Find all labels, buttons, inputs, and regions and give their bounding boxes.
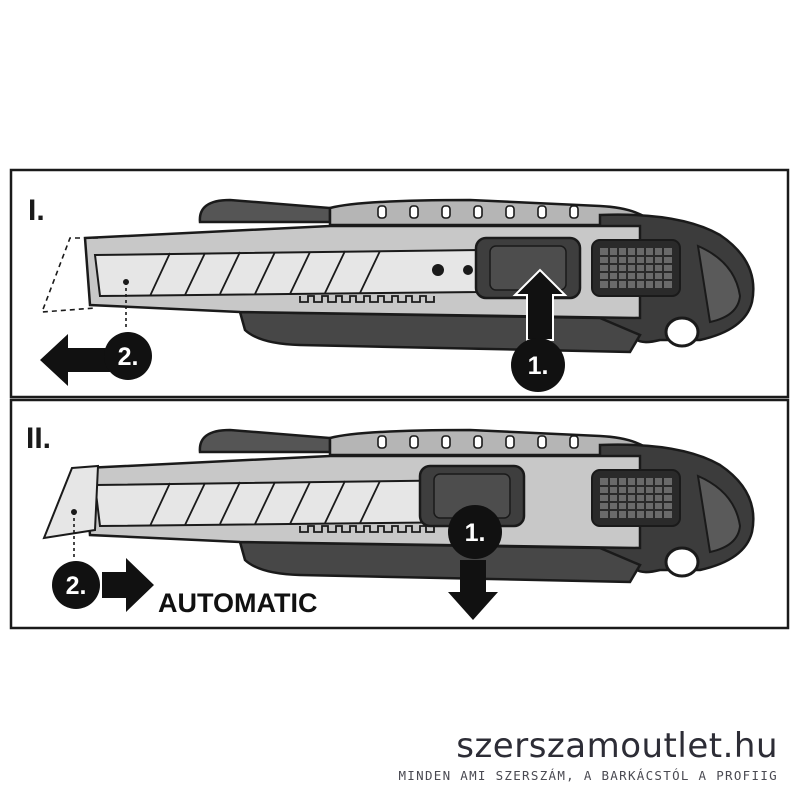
- step-1-badge-2: [448, 505, 502, 559]
- automatic-caption: AUTOMATIC: [158, 588, 317, 618]
- panel-1: 2. 1. I.: [9, 168, 790, 399]
- panel-2: 1. 2. AUTOMATIC II.: [9, 398, 790, 630]
- right-arrow-icon: [102, 558, 154, 612]
- step-1-badge: [511, 338, 565, 392]
- step-1-label: 1.: [528, 352, 549, 380]
- brand-name: szerszamoutlet.hu: [456, 726, 778, 766]
- step-2-label-2: 2.: [66, 572, 87, 600]
- step-2-label: 2.: [118, 343, 139, 371]
- up-arrow-icon: [512, 268, 568, 341]
- step-2-badge: [104, 332, 152, 380]
- panel-1-label: I.: [28, 194, 45, 227]
- brand-logo: szerszamoutlet.hu MINDEN AMI SZERSZÁM, A…: [398, 726, 778, 783]
- step-1-label-2: 1.: [465, 519, 486, 547]
- extended-blade-outline: [40, 237, 98, 313]
- brand-tagline: MINDEN AMI SZERSZÁM, A BARKÁCSTÓL A PROF…: [398, 768, 778, 783]
- down-arrow-icon: [448, 560, 498, 620]
- step-2-badge-2: [52, 561, 100, 609]
- snapped-blade-tip: [42, 464, 100, 540]
- left-arrow-icon: [40, 334, 110, 386]
- panel-2-label: II.: [26, 422, 51, 455]
